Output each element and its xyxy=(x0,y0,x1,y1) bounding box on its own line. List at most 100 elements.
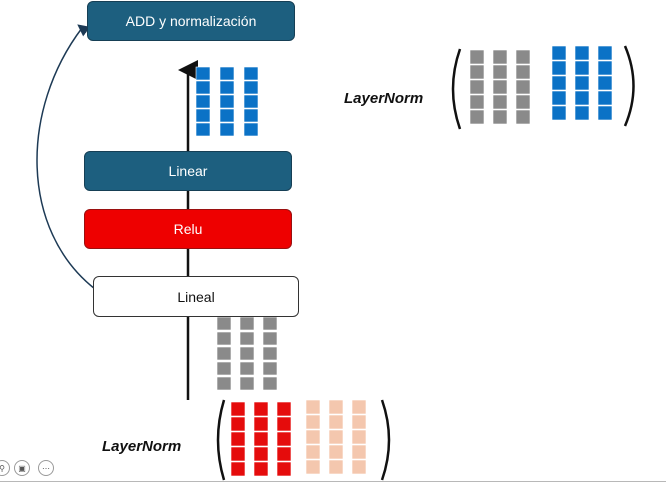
layernorm-bottom-red-cell xyxy=(276,431,292,447)
output-blue-cell xyxy=(243,66,259,81)
matrix-cells xyxy=(195,45,613,477)
layernorm-top-blue-cell xyxy=(574,45,590,61)
layernorm-top-gray-cell xyxy=(469,64,485,80)
layernorm-top-gray-cell xyxy=(492,64,508,80)
layernorm-bottom-red-cell xyxy=(253,446,269,462)
linear-label: Linear xyxy=(168,163,208,179)
layernorm-bottom-red-cell xyxy=(253,416,269,432)
layernorm-bottom-peach-cell xyxy=(351,399,367,415)
add-normalization-label: ADD y normalización xyxy=(125,13,257,29)
layernorm-bottom-red-cell xyxy=(276,446,292,462)
layernorm-top-blue-cell xyxy=(551,60,567,76)
output-blue-cell xyxy=(243,94,259,109)
layernorm-top-gray-cell xyxy=(469,79,485,95)
layernorm-top-gray-cell xyxy=(492,49,508,65)
output-blue-cell xyxy=(219,80,235,95)
layernorm-top-blue-cell xyxy=(574,105,590,121)
layernorm-top-blue-cell xyxy=(597,60,613,76)
layernorm-top-gray-cell xyxy=(492,109,508,125)
layernorm-top-gray-cell xyxy=(492,94,508,110)
layernorm-top-gray-cell xyxy=(515,64,531,80)
input-gray-cell xyxy=(216,361,232,376)
input-gray-cell xyxy=(216,331,232,346)
layernorm-label-bottom: LayerNorm xyxy=(102,438,182,455)
layernorm-bottom-peach-cell xyxy=(351,429,367,445)
residual-connection-arrow xyxy=(36,24,96,290)
layernorm-bottom-peach-cell xyxy=(305,399,321,415)
layernorm-top-blue-cell xyxy=(574,60,590,76)
layernorm-bottom-red-cell xyxy=(230,431,246,447)
layernorm-top-gray-cell xyxy=(469,49,485,65)
output-blue-cell xyxy=(219,66,235,81)
layernorm-top-blue-cell xyxy=(574,75,590,91)
output-blue-cell xyxy=(219,94,235,109)
add-normalization-block: ADD y normalización xyxy=(87,1,295,41)
layernorm-bottom-peach-cell xyxy=(305,459,321,475)
output-blue-cell xyxy=(195,94,211,109)
input-gray-cell xyxy=(216,346,232,361)
layernorm-bottom-peach-cell xyxy=(328,444,344,460)
layernorm-bottom-red-cell xyxy=(230,401,246,417)
layernorm-top-blue-cell xyxy=(574,90,590,106)
output-blue-cell xyxy=(243,80,259,95)
layernorm-bottom-red-cell xyxy=(276,461,292,477)
layernorm-top-blue-cell xyxy=(551,90,567,106)
relu-label: Relu xyxy=(173,221,203,237)
input-gray-cell xyxy=(216,316,232,331)
input-gray-cell xyxy=(239,316,255,331)
input-gray-cell xyxy=(239,376,255,391)
layernorm-top-blue-cell xyxy=(597,75,613,91)
output-blue-cell xyxy=(195,122,211,137)
layernorm-bottom-peach-cell xyxy=(305,429,321,445)
more-icon[interactable]: ⋯ xyxy=(38,460,54,476)
layernorm-top-blue-cell xyxy=(597,45,613,61)
relu-block: Relu xyxy=(84,209,292,249)
output-blue-cell xyxy=(243,108,259,123)
input-gray-cell xyxy=(239,331,255,346)
input-gray-cell xyxy=(262,376,278,391)
layernorm-label-top: LayerNorm xyxy=(344,90,424,107)
lineal-label: Lineal xyxy=(177,288,215,305)
left-bracket-bottom xyxy=(216,399,226,481)
layernorm-bottom-red-cell xyxy=(253,431,269,447)
input-gray-cell xyxy=(262,331,278,346)
input-gray-cell xyxy=(262,316,278,331)
layernorm-bottom-peach-cell xyxy=(351,414,367,430)
input-gray-cell xyxy=(216,376,232,391)
layernorm-bottom-peach-cell xyxy=(351,459,367,475)
layernorm-bottom-peach-cell xyxy=(328,429,344,445)
layernorm-bottom-red-cell xyxy=(230,446,246,462)
layernorm-bottom-red-cell xyxy=(253,401,269,417)
layernorm-top-gray-cell xyxy=(515,94,531,110)
layernorm-top-gray-cell xyxy=(469,94,485,110)
layernorm-bottom-peach-cell xyxy=(328,459,344,475)
layernorm-bottom-red-cell xyxy=(230,461,246,477)
output-blue-cell xyxy=(195,80,211,95)
layernorm-top-gray-cell xyxy=(515,109,531,125)
output-blue-cell xyxy=(195,66,211,81)
layernorm-top-blue-cell xyxy=(551,105,567,121)
input-gray-cell xyxy=(239,361,255,376)
layernorm-bottom-peach-cell xyxy=(351,444,367,460)
right-bracket-bottom xyxy=(380,399,391,481)
layernorm-bottom-peach-cell xyxy=(328,414,344,430)
layernorm-bottom-red-cell xyxy=(276,416,292,432)
layernorm-bottom-peach-cell xyxy=(305,414,321,430)
layernorm-top-gray-cell xyxy=(469,109,485,125)
output-blue-cell xyxy=(219,122,235,137)
output-blue-cell xyxy=(219,108,235,123)
lineal-block: Lineal xyxy=(93,276,299,317)
layernorm-top-gray-cell xyxy=(492,79,508,95)
layernorm-top-gray-cell xyxy=(515,79,531,95)
layernorm-bottom-red-cell xyxy=(253,461,269,477)
input-gray-cell xyxy=(262,361,278,376)
output-blue-cell xyxy=(195,108,211,123)
right-bracket-top xyxy=(623,45,635,127)
output-blue-cell xyxy=(243,122,259,137)
input-gray-cell xyxy=(239,346,255,361)
camera-icon[interactable]: ▣ xyxy=(14,460,30,476)
layernorm-top-blue-cell xyxy=(551,75,567,91)
linear-block: Linear xyxy=(84,151,292,191)
